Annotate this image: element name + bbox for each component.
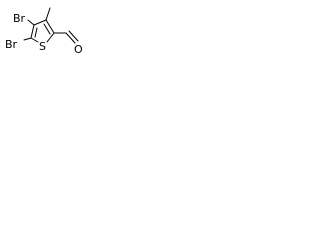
bond-s-c5 (30, 37, 39, 43)
bond-cho-o-double (68, 30, 79, 42)
bond-c4-c3 (33, 19, 47, 26)
bond-c3-methyl (45, 7, 51, 21)
bond-c2-s (46, 32, 55, 43)
bond-c3-c2-double (43, 23, 51, 35)
atom-br-top: Br (13, 12, 26, 25)
atom-oxygen: O (74, 43, 83, 56)
atom-br-bottom: Br (5, 38, 18, 51)
bond-c4-br (27, 19, 35, 26)
bond-c5-c4-double (34, 27, 38, 38)
bond-c5-br (23, 37, 32, 41)
bond-c5-c4 (30, 24, 35, 39)
bond-cho-o (65, 32, 76, 44)
bond-c3-c2 (45, 19, 55, 34)
molecule-structure: Br Br S O (5, 7, 83, 56)
atom-sulfur: S (39, 40, 46, 53)
